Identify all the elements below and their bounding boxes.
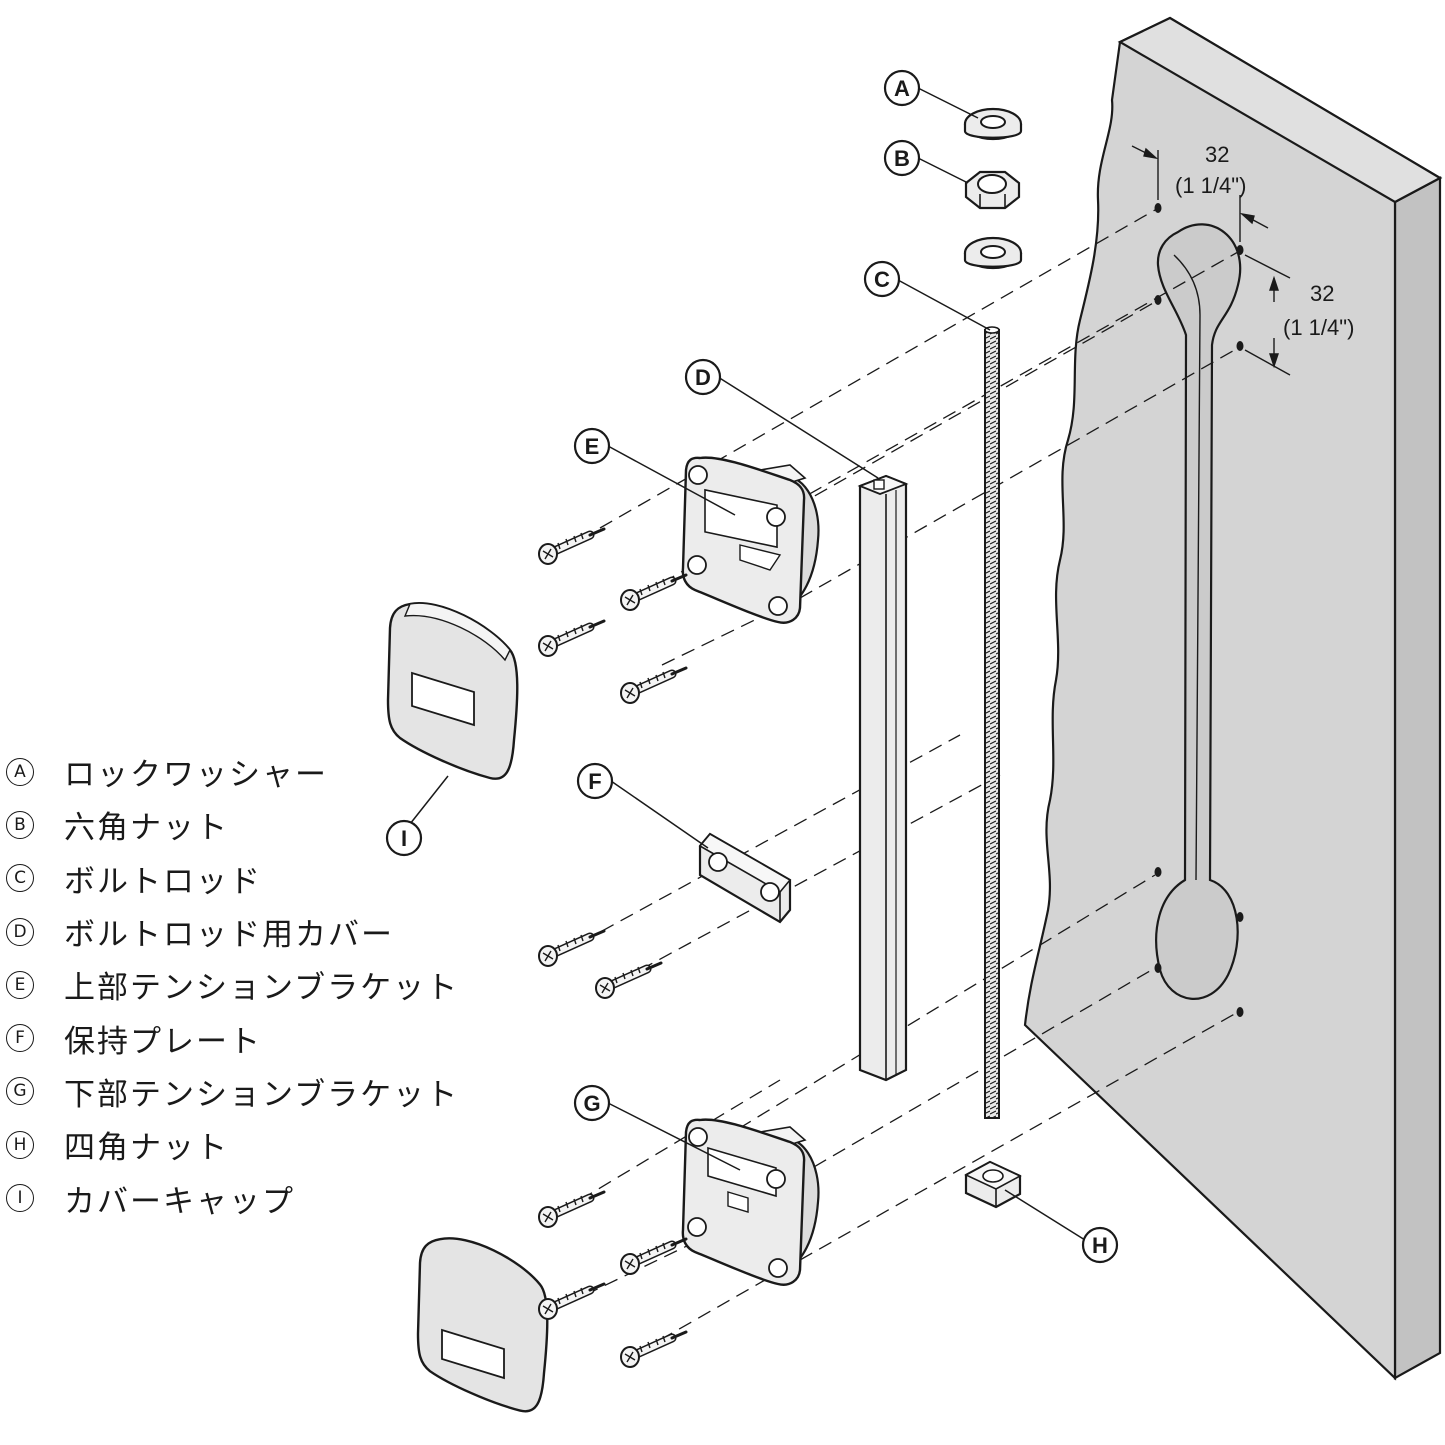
lock-washer <box>963 107 1023 141</box>
legend-label: 上部テンションブラケット <box>64 970 460 1007</box>
door-panel <box>1023 16 1443 1381</box>
legend-letter-badge: H <box>6 1130 34 1159</box>
leader-lines <box>409 87 1086 1241</box>
dimension-vertical-mm: 32 <box>1310 281 1334 306</box>
parts-legend: A ロックワッシャー B 六角ナット C ボルトロッド D ボルトロッド用カバー E 上部テンショ… <box>6 745 566 1225</box>
callout-g: G <box>573 1084 611 1122</box>
legend-letter-badge: E <box>6 970 34 999</box>
screw-10 <box>621 1332 686 1367</box>
legend-item: H 四角ナット <box>6 1118 566 1171</box>
door-side-face <box>1393 176 1442 1380</box>
cover-cap-lower <box>416 1237 549 1413</box>
svg-text:F: F <box>588 769 601 794</box>
svg-text:D: D <box>695 365 711 390</box>
legend-item: I カバーキャップ <box>6 1171 566 1224</box>
legend-letter-badge: F <box>6 1024 34 1053</box>
callout-e: E <box>573 427 611 465</box>
legend-item: E 上部テンションブラケット <box>6 958 566 1011</box>
bolt-rod-cover <box>857 474 909 1082</box>
svg-text:G: G <box>583 1091 600 1116</box>
legend-item: D ボルトロッド用カバー <box>6 905 566 958</box>
lock-washer-lower <box>963 236 1023 270</box>
svg-text:A: A <box>894 76 910 101</box>
legend-item: C ボルトロッド <box>6 852 566 905</box>
square-nut <box>964 1160 1022 1209</box>
screw-8 <box>621 1239 686 1274</box>
upper-tension-bracket <box>681 456 820 624</box>
screw-4 <box>621 668 686 703</box>
dimension-vertical-in: (1 1/4") <box>1283 315 1354 340</box>
legend-label: 六角ナット <box>64 810 229 847</box>
legend-label: カバーキャップ <box>64 1183 295 1220</box>
legend-label: 保持プレート <box>64 1023 262 1060</box>
svg-text:C: C <box>874 267 890 292</box>
cover-cap-upper <box>386 601 519 780</box>
legend-letter-badge: G <box>6 1077 34 1106</box>
callout-f: F <box>576 762 614 800</box>
callout-a: A <box>883 69 921 107</box>
legend-item: A ロックワッシャー <box>6 745 566 798</box>
screw-1 <box>539 529 604 564</box>
callout-d: D <box>684 358 722 396</box>
screw-3 <box>539 621 604 656</box>
dimension-lines <box>1131 145 1291 376</box>
callout-b: B <box>883 139 921 177</box>
callout-h: H <box>1081 1226 1119 1264</box>
svg-text:E: E <box>585 434 600 459</box>
svg-text:H: H <box>1092 1233 1108 1258</box>
legend-label: ボルトロッド用カバー <box>64 917 394 954</box>
door-front-face <box>1023 16 1443 1381</box>
dimension-horizontal-mm: 32 <box>1205 142 1229 167</box>
legend-label: ボルトロッド <box>64 863 262 900</box>
legend-label: 下部テンションブラケット <box>64 1076 460 1113</box>
screw-9 <box>539 1284 604 1319</box>
legend-label: 四角ナット <box>64 1130 229 1167</box>
door-top-face <box>1117 16 1443 204</box>
screw-6 <box>596 963 661 998</box>
bolt-rod <box>984 326 1000 1119</box>
svg-text:I: I <box>401 826 407 851</box>
callout-i: I <box>385 819 423 857</box>
legend-label: ロックワッシャー <box>64 757 328 794</box>
legend-letter-badge: B <box>6 810 34 839</box>
legend-item: G 下部テンションブラケット <box>6 1065 566 1118</box>
legend-letter-badge: C <box>6 864 34 893</box>
dimension-horizontal-in: (1 1/4") <box>1175 173 1246 198</box>
legend-letter-badge: I <box>6 1184 34 1213</box>
callout-c: C <box>863 260 901 298</box>
legend-letter-badge: A <box>6 757 34 786</box>
door-screw-holes <box>1154 203 1244 1017</box>
screw-2 <box>621 575 686 610</box>
lower-tension-bracket <box>681 1118 820 1286</box>
retaining-plate <box>698 832 792 924</box>
legend-item: B 六角ナット <box>6 798 566 851</box>
svg-text:B: B <box>894 146 910 171</box>
hex-nut <box>964 170 1021 210</box>
legend-letter-badge: D <box>6 917 34 946</box>
legend-item: F 保持プレート <box>6 1011 566 1064</box>
